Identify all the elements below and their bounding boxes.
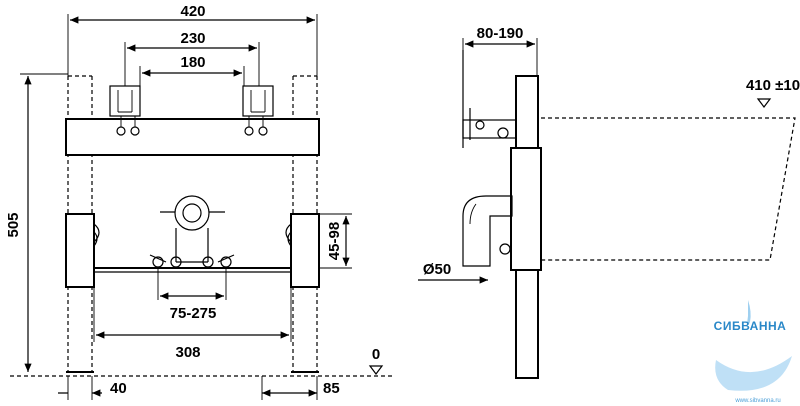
dim-180: 180	[180, 54, 205, 71]
floor-level-label: 0	[372, 346, 380, 363]
water-drop-icon	[747, 300, 751, 325]
left-post-lower	[65, 213, 95, 288]
right-post-lower	[290, 213, 320, 288]
dim-505: 505	[5, 212, 22, 237]
dim-85: 85	[323, 380, 340, 397]
side-clips	[93, 223, 292, 247]
dim-230: 230	[180, 30, 205, 47]
drain-elbow	[462, 195, 513, 267]
dim-420: 420	[180, 3, 205, 20]
side-view: 80-190 410 ±10 Ø50	[418, 25, 800, 379]
front-view: 420 230 180 505 45-98 75-275 308 40 85	[5, 3, 395, 400]
dim-80-190: 80-190	[477, 25, 524, 42]
bowl-height-marker	[756, 98, 772, 108]
wall-bracket	[462, 50, 517, 148]
dim-410: 410 ±10	[746, 77, 800, 94]
drain-fitting	[149, 195, 235, 268]
watermark-site: www.sibvanna.ru	[734, 398, 780, 404]
bowl-outline	[541, 117, 796, 261]
floor-level-marker	[368, 365, 384, 375]
dim-45-98: 45-98	[326, 222, 343, 260]
bathtub-icon	[715, 356, 792, 391]
dim-75-275: 75-275	[170, 305, 217, 322]
dim-d50: Ø50	[423, 261, 451, 278]
dim-40: 40	[110, 380, 127, 397]
watermark-brand: СИБВАННА	[714, 319, 787, 333]
dim-308: 308	[175, 344, 200, 361]
upper-beam	[65, 118, 320, 156]
bracket-right	[242, 85, 274, 136]
side-frame-mid	[510, 147, 542, 271]
watermark-logo: СИБВАННА www.sibvanna.ru	[714, 300, 792, 404]
